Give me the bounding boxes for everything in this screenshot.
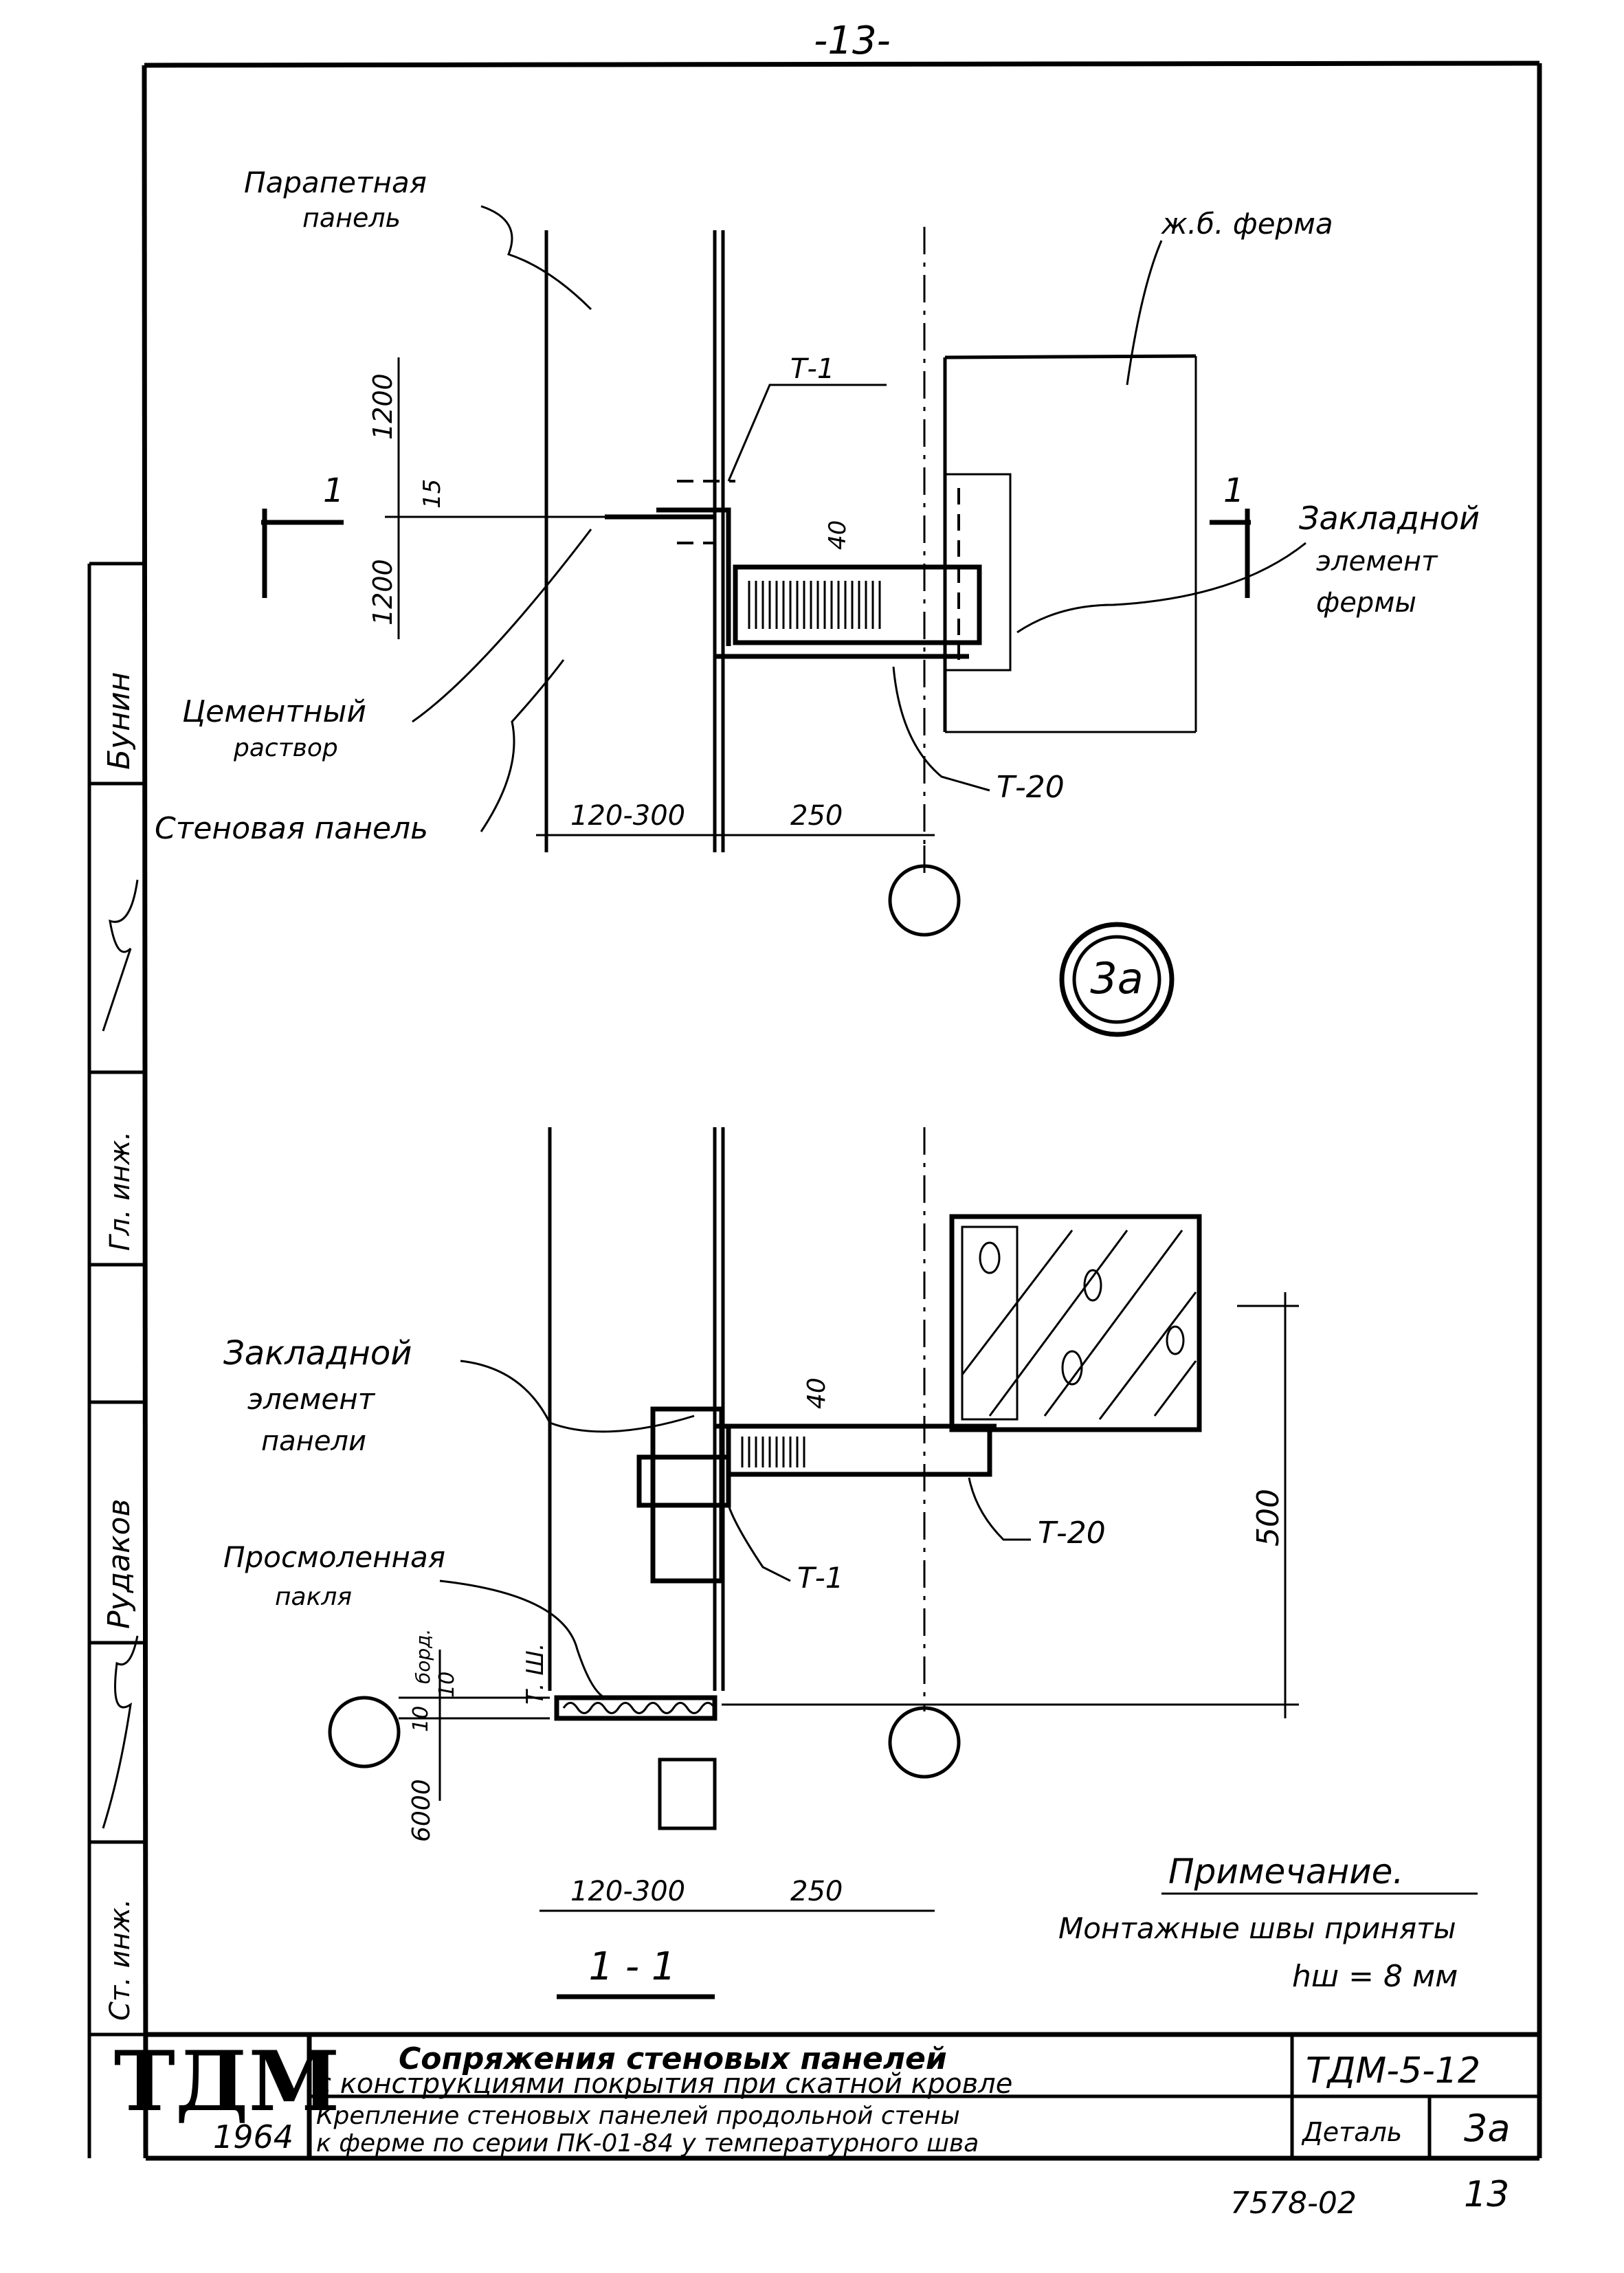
stamp-name-4: Ст. инж.: [104, 1898, 136, 2021]
stamp-name-3: Рудаков: [102, 1499, 137, 1629]
subtitle-line-1: Крепление стеновых панелей продольной ст…: [316, 2102, 960, 2130]
dim-bord: борд.: [412, 1629, 434, 1684]
label-wall-panel: Стеновая панель: [155, 811, 428, 846]
title-line-2: с конструкциями покрытия при скатной кро…: [316, 2068, 1012, 2100]
label-parapet-1: Парапетная: [244, 166, 427, 199]
lower-view: 500 40 6000 10 10 борд. Т. Ш. 120-300 25…: [223, 1127, 1299, 1999]
label-embedded-truss-2: элемент: [1316, 546, 1438, 577]
label-truss: ж.б. ферма: [1161, 207, 1333, 241]
footer-sheet-code: 7578-02: [1230, 2186, 1357, 2221]
label-embedded-panel-3: панели: [261, 1426, 366, 1457]
dim-10a: 10: [409, 1706, 433, 1732]
axis-bubble-lower: [888, 1706, 961, 1779]
sheet-frame: [142, 60, 1542, 2161]
note-title: Примечание.: [1168, 1852, 1403, 1892]
dim-1200-lower: 1200: [368, 559, 398, 625]
detail-mark: 3а: [1090, 953, 1143, 1004]
label-cement-2: раствор: [233, 734, 338, 762]
upper-view: 1 1 1200 1200 15 40 120-300 250 Парапетн…: [155, 166, 1480, 1037]
note-line-1: Монтажные швы приняты: [1058, 1911, 1456, 1945]
label-tsh: Т. Ш.: [522, 1643, 549, 1705]
dim-1200-upper: 1200: [368, 373, 398, 440]
detail-mark-circle: [1059, 922, 1175, 1037]
sheet-code: ТДМ-5-12: [1306, 2050, 1480, 2092]
title-block: ТДМ 1964 Сопряжения стеновых панелей с к…: [114, 2032, 1539, 2158]
label-t20-lower: Т-20: [1038, 1516, 1106, 1551]
label-oakum-2: пакля: [275, 1583, 352, 1611]
dim-40-lower: 40: [803, 1377, 831, 1409]
section-mark-left: 1: [323, 472, 344, 510]
dim-40: 40: [824, 520, 852, 550]
side-stamp: Бунин Гл. инж. Рудаков Ст. инж.: [87, 562, 144, 2158]
label-embedded-panel-1: Закладной: [223, 1334, 412, 1373]
subtitle-line-2: к ферме по серии ПК-01-84 у температурно…: [316, 2129, 979, 2158]
note-line-2: hш = 8 мм: [1292, 1959, 1458, 1994]
dim-250-lower: 250: [790, 1876, 843, 1907]
page-number: -13-: [814, 19, 891, 63]
signature-2: [102, 1635, 139, 1829]
dim-500: 500: [1251, 1489, 1286, 1546]
dim-15: 15: [419, 479, 446, 509]
label-parapet-2: панель: [302, 203, 401, 233]
signature-1: [102, 879, 139, 1032]
dim-wall-upper: 120-300: [570, 800, 685, 832]
dim-250-upper: 250: [790, 800, 843, 832]
axis-bubble-left: [328, 1696, 401, 1768]
label-t1-upper: Т-1: [790, 353, 834, 385]
label-t1-lower: Т-1: [797, 1561, 844, 1595]
stamp-name-1: Бунин: [102, 672, 137, 770]
label-embedded-truss-1: Закладной: [1299, 500, 1480, 537]
section-title: 1 - 1: [588, 1944, 676, 1989]
label-cement-1: Цементный: [182, 694, 366, 729]
detail-label: Деталь: [1301, 2117, 1402, 2147]
note: Примечание. Монтажные швы приняты hш = 8…: [1058, 1852, 1478, 1994]
truss-section: [949, 1214, 1202, 1432]
dim-6000: 6000: [408, 1779, 436, 1842]
year: 1964: [213, 2118, 293, 2155]
detail-value: 3а: [1464, 2107, 1510, 2150]
dim-10b: 10: [435, 1672, 459, 1698]
section-mark-right: 1: [1223, 472, 1245, 510]
dim-wall-lower: 120-300: [570, 1876, 685, 1907]
logo: ТДМ: [114, 2033, 340, 2130]
label-t20-upper: Т-20: [997, 770, 1065, 805]
stamp-name-2: Гл. инж.: [104, 1131, 136, 1251]
label-embedded-truss-3: фермы: [1316, 587, 1416, 619]
label-oakum-1: Просмоленная: [223, 1540, 445, 1574]
title-line-1: Сопряжения стеновых панелей: [399, 2041, 947, 2076]
footer-sheet-number: 13: [1464, 2174, 1509, 2215]
label-embedded-panel-2: элемент: [247, 1382, 376, 1416]
